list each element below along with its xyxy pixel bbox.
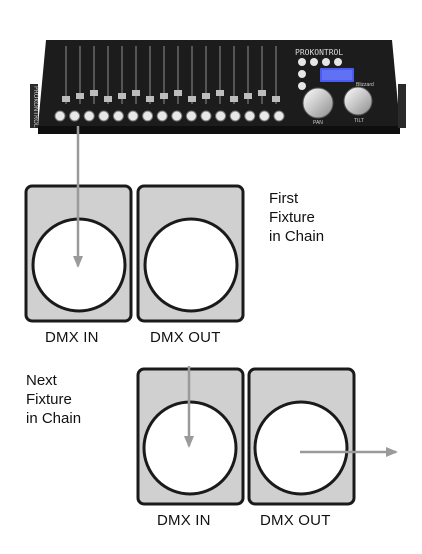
fader-cap bbox=[188, 96, 196, 102]
fader-slot bbox=[107, 46, 109, 104]
function-buttons bbox=[298, 58, 342, 90]
fader-slot bbox=[121, 46, 123, 104]
channel-button bbox=[69, 110, 81, 122]
fader-cap bbox=[132, 90, 140, 96]
tilt-knob bbox=[343, 86, 373, 116]
fader-slot bbox=[177, 46, 179, 104]
channel-button-row bbox=[54, 110, 285, 122]
channel-button bbox=[112, 110, 124, 122]
fader-bank bbox=[62, 46, 280, 104]
fader-slot bbox=[247, 46, 249, 104]
fader-cap bbox=[160, 93, 168, 99]
next-fixture-note-line-1: Next bbox=[26, 372, 57, 389]
side-brand-text: PROKONTROL bbox=[32, 86, 39, 128]
rack-ear-left bbox=[30, 84, 38, 128]
fader-cap bbox=[104, 96, 112, 102]
model-label: Blizzard bbox=[356, 82, 374, 88]
fader-slot bbox=[65, 46, 67, 104]
channel-button bbox=[171, 110, 183, 122]
pan-knob bbox=[302, 87, 334, 119]
next-fixture-dmx-in-panel bbox=[136, 367, 245, 506]
channel-button bbox=[83, 110, 95, 122]
channel-button bbox=[142, 110, 154, 122]
next-fixture-note-line-2: Fixture bbox=[26, 391, 72, 408]
fader-slot bbox=[93, 46, 95, 104]
fader-cap bbox=[272, 96, 280, 102]
fader-cap bbox=[62, 96, 70, 102]
fader-slot bbox=[135, 46, 137, 104]
next-fixture-dmx-out-panel bbox=[247, 367, 356, 506]
channel-button bbox=[244, 110, 256, 122]
first-dmx-in-label: DMX IN bbox=[45, 329, 99, 346]
rack-ear-right bbox=[398, 84, 406, 128]
fader-cap bbox=[76, 93, 84, 99]
controller-front-lip bbox=[38, 126, 400, 134]
channel-button bbox=[215, 110, 227, 122]
channel-button bbox=[258, 110, 270, 122]
channel-button bbox=[54, 110, 66, 122]
xlr-connector-out bbox=[143, 217, 239, 313]
fader-cap bbox=[118, 93, 126, 99]
fader-cap bbox=[174, 90, 182, 96]
next-dmx-out-label: DMX OUT bbox=[260, 512, 331, 529]
fader-slot bbox=[163, 46, 165, 104]
fader-slot bbox=[149, 46, 151, 104]
channel-button bbox=[127, 110, 139, 122]
first-fixture-note-line-3: in Chain bbox=[269, 228, 325, 245]
fader-slot bbox=[233, 46, 235, 104]
tilt-label: TILT bbox=[354, 118, 364, 124]
fader-cap bbox=[244, 93, 252, 99]
first-fixture-dmx-out-panel bbox=[136, 184, 245, 323]
fader-cap bbox=[230, 96, 238, 102]
fader-slot bbox=[205, 46, 207, 104]
fader-cap bbox=[216, 90, 224, 96]
dmx-controller: PROKONTROL PROKONTROL PAN TILT Blizzard bbox=[30, 40, 406, 134]
first-fixture-note: First Fixture in Chain bbox=[269, 189, 324, 246]
channel-button bbox=[185, 110, 197, 122]
fader-cap bbox=[258, 90, 266, 96]
fader-slot bbox=[79, 46, 81, 104]
fader-slot bbox=[261, 46, 263, 104]
channel-button bbox=[156, 110, 168, 122]
channel-button bbox=[98, 110, 110, 122]
channel-button bbox=[229, 110, 241, 122]
channel-button bbox=[200, 110, 212, 122]
first-dmx-out-label: DMX OUT bbox=[150, 329, 221, 346]
fader-cap bbox=[202, 93, 210, 99]
next-dmx-in-label: DMX IN bbox=[157, 512, 211, 529]
channel-button bbox=[273, 110, 285, 122]
fader-slot bbox=[219, 46, 221, 104]
fader-slot bbox=[275, 46, 277, 104]
fader-cap bbox=[90, 90, 98, 96]
controller-brand-label: PROKONTROL bbox=[295, 48, 343, 57]
first-fixture-note-line-1: First bbox=[269, 190, 299, 207]
fader-cap bbox=[146, 96, 154, 102]
xlr-connector-out-next bbox=[253, 400, 349, 496]
pan-label: PAN bbox=[313, 120, 323, 126]
next-fixture-note: Next Fixture in Chain bbox=[26, 371, 81, 428]
next-fixture-note-line-3: in Chain bbox=[26, 410, 82, 427]
fader-slot bbox=[191, 46, 193, 104]
first-fixture-note-line-2: Fixture bbox=[269, 209, 315, 226]
